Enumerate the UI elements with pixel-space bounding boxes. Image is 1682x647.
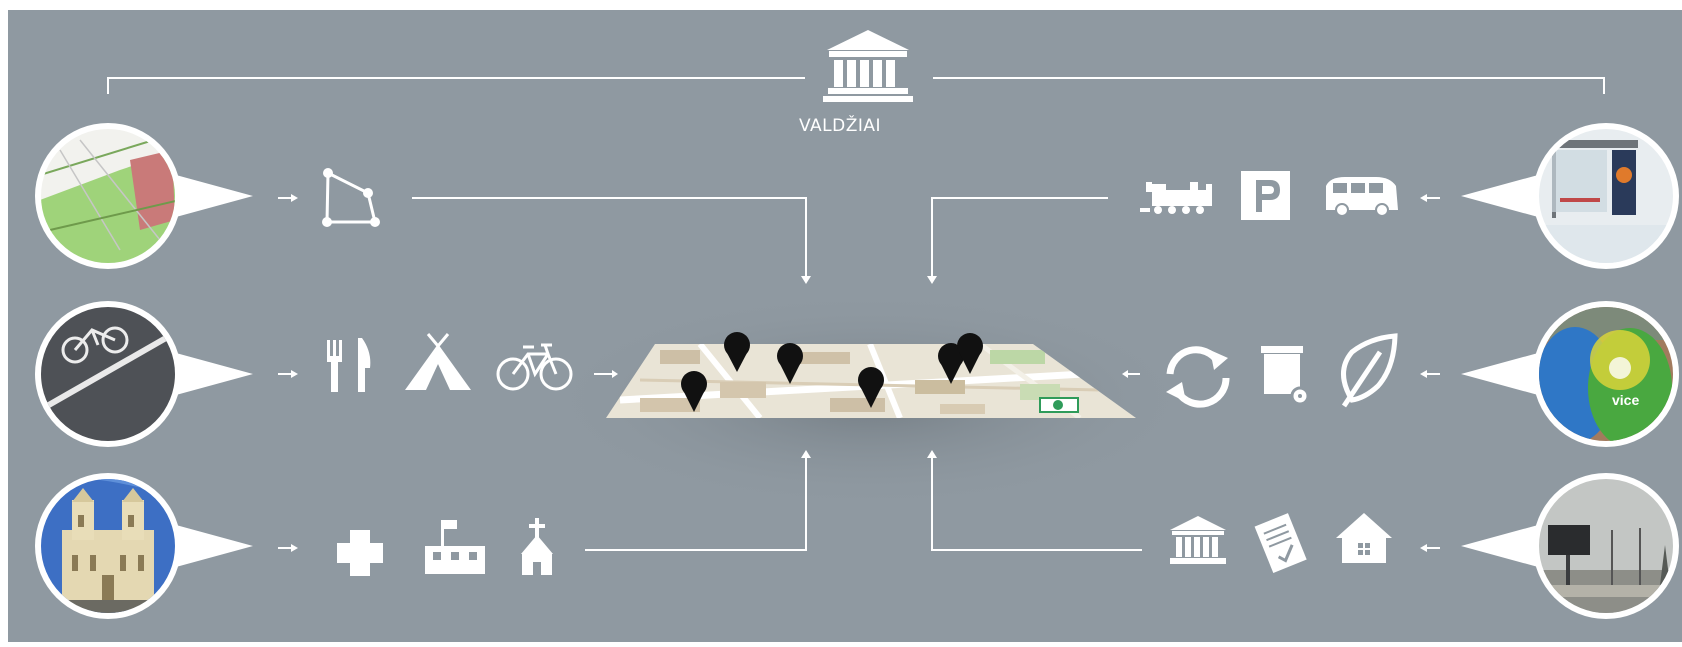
school-building-icon	[425, 520, 485, 574]
baroque-church-photo	[35, 473, 253, 619]
medical-cross-icon	[337, 530, 383, 576]
road-billboard-photo	[1461, 473, 1679, 619]
callout-arrows	[278, 194, 1440, 552]
recycling-containers-photo: vice	[1461, 301, 1679, 447]
camping-tent-icon	[405, 333, 471, 390]
church-icon	[521, 518, 553, 575]
bus-icon	[1326, 177, 1398, 217]
government-building-icon	[823, 30, 913, 102]
top-connector	[107, 77, 1605, 94]
recycle-icon	[1166, 346, 1230, 408]
map-with-pins	[606, 332, 1136, 418]
bus-stop-photo	[1461, 123, 1679, 269]
cadastral-map-photo	[35, 123, 253, 269]
fork-knife-icon	[327, 338, 371, 392]
polygon-area-icon	[322, 168, 380, 227]
trash-bin-icon	[1261, 346, 1310, 406]
map-connectors	[412, 197, 1142, 551]
bicycle-icon	[496, 343, 573, 391]
government-building-icon	[1170, 516, 1226, 564]
house-icon	[1336, 513, 1392, 563]
parking-icon	[1241, 171, 1290, 220]
diagram-title: VALDŽIAI	[798, 116, 882, 136]
svg-text:vice: vice	[1612, 392, 1639, 408]
leaf-icon	[1341, 333, 1398, 408]
document-icon	[1254, 513, 1307, 573]
train-icon	[1140, 182, 1212, 214]
